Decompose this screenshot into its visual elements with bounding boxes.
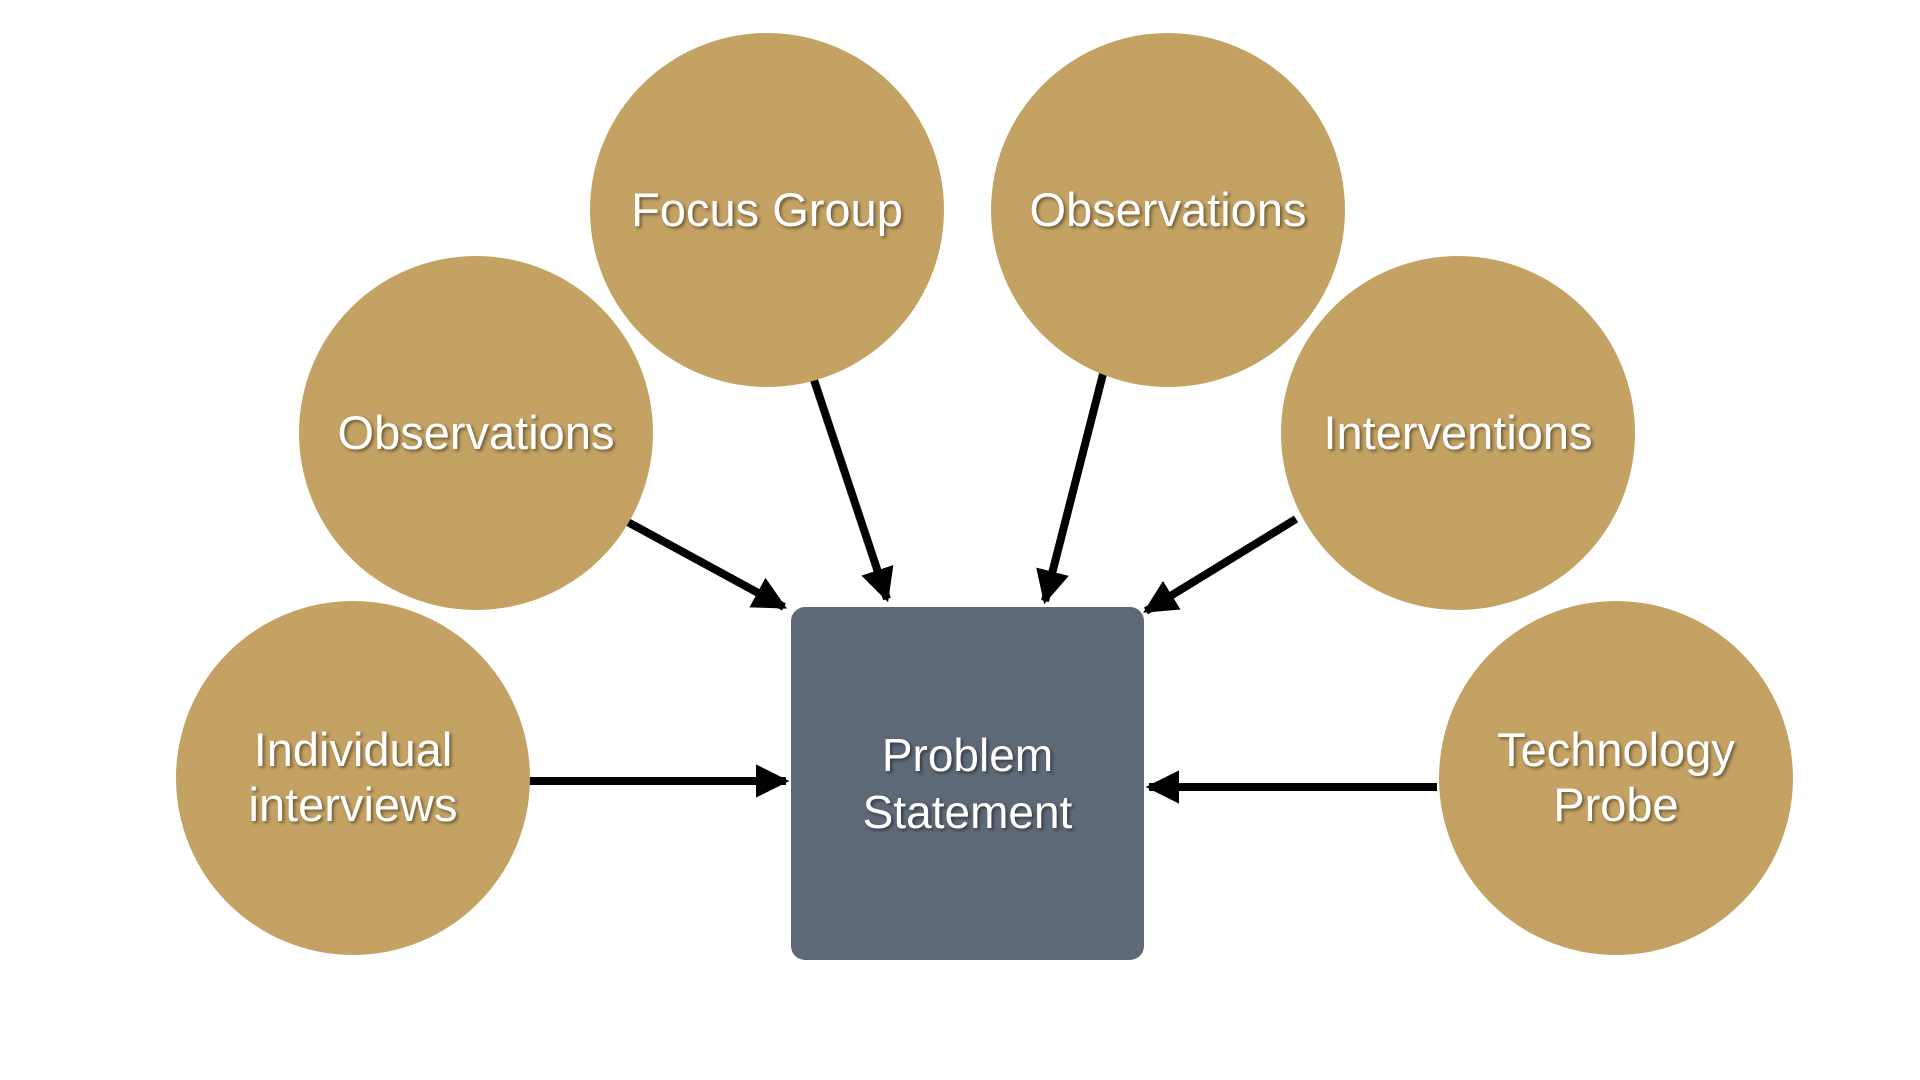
technology-probe-node: Technology Probe	[1439, 601, 1793, 955]
observations-right-node: Observations	[991, 33, 1345, 387]
node-label: Technology Probe	[1497, 723, 1735, 831]
observations-left-node: Observations	[299, 256, 653, 610]
interventions-node: Interventions	[1281, 256, 1635, 610]
node-label: Interventions	[1323, 405, 1593, 459]
node-label: Observations	[337, 405, 615, 459]
arrow-observations-left	[622, 516, 787, 611]
arrow-observations-right	[1036, 373, 1107, 605]
focus-group-node: Focus Group	[590, 33, 944, 387]
node-label: Focus Group	[631, 182, 903, 236]
center-label: Problem Statement	[862, 729, 1073, 838]
problem-statement-node: Problem Statement	[791, 607, 1144, 960]
individual-interviews-node: Individual interviews	[176, 601, 530, 955]
node-label: Observations	[1029, 182, 1307, 236]
arrow-focus-group	[809, 375, 894, 603]
arrow-interventions	[1143, 515, 1299, 615]
node-label: Individual interviews	[248, 723, 458, 831]
